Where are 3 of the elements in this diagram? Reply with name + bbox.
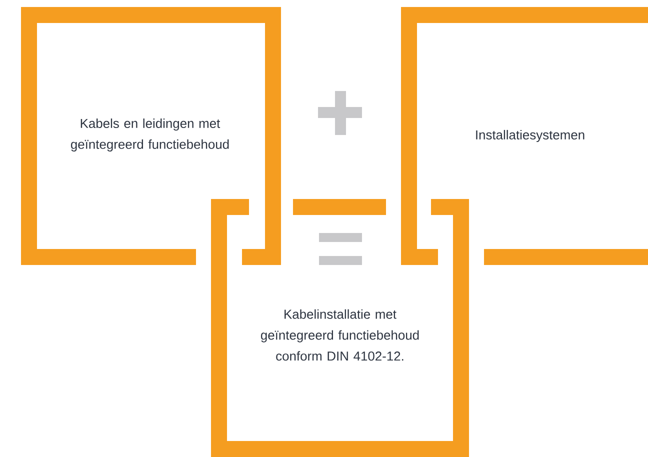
frame-box: Kabelinstallatie met geïntegreerd functiebehoud conform DIN 4102-12. [211,199,469,457]
frame-box: Installatiesystemen [401,7,648,265]
frame-box: Kabels en leidingen met geïntegreerd functiebehoud [21,7,281,265]
